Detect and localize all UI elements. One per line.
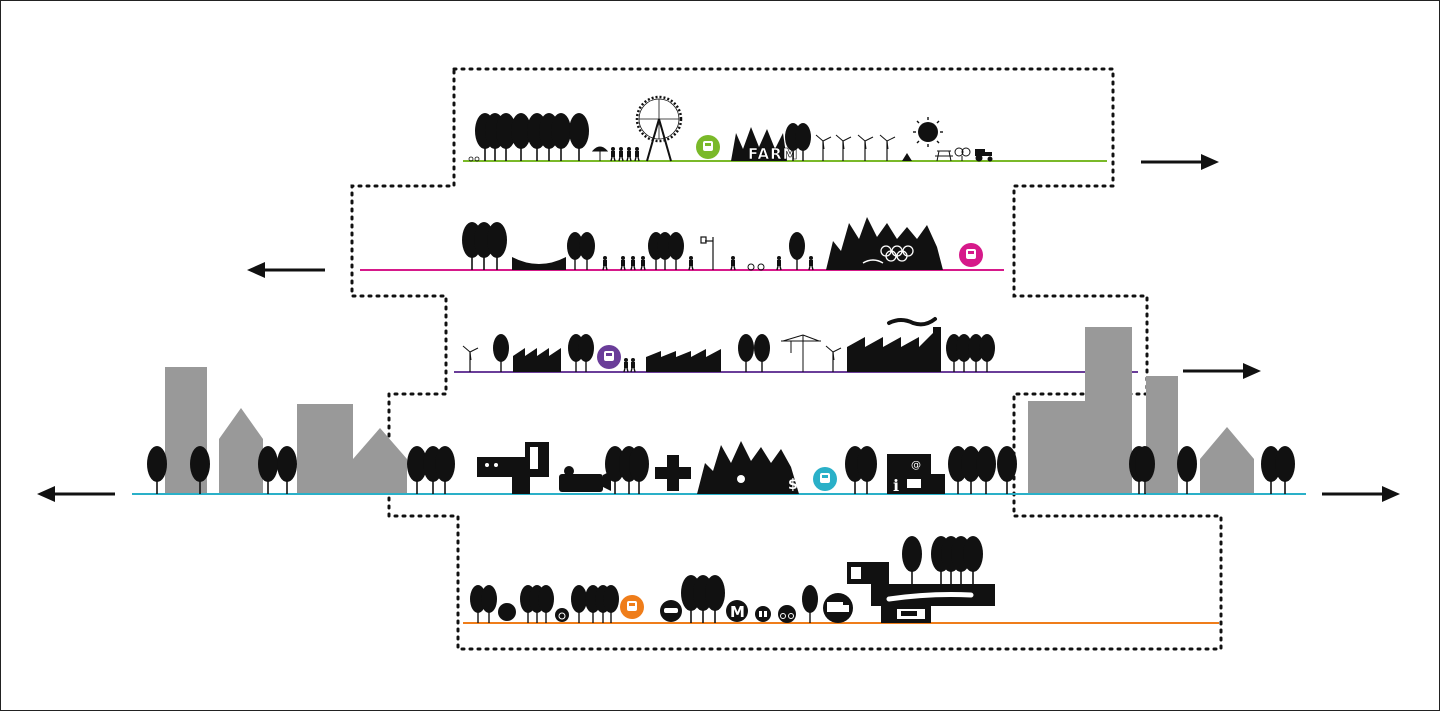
- animal-icon: [498, 603, 516, 621]
- wheelchair-icon: [555, 608, 569, 622]
- ferris-wheel-icon: [635, 95, 683, 162]
- green-tree-cluster: [474, 112, 590, 162]
- left-city-buildings: [165, 367, 407, 494]
- at-label: @: [911, 460, 921, 471]
- large-factory: [847, 317, 941, 372]
- sun-icon: [913, 117, 943, 147]
- dotted-boundary: [350, 67, 1223, 651]
- truck-icon: [823, 593, 853, 623]
- cyan-layer: $ i @: [132, 327, 1306, 495]
- info-building: i @: [887, 454, 945, 495]
- cinema-building: [559, 466, 611, 492]
- right-city-buildings: [1028, 327, 1254, 494]
- farm-label: FARM: [748, 145, 799, 163]
- balloon-icon: [954, 147, 971, 161]
- bike-icon: [468, 156, 480, 162]
- orange-layer: M: [463, 535, 1219, 624]
- picnic-table-icon: [935, 150, 953, 162]
- transport-hub-building: [847, 562, 995, 623]
- tram-stop-icon: [813, 467, 837, 491]
- arrow-left-icon: [37, 486, 115, 502]
- tram-stop-icon: [620, 595, 644, 619]
- umbrella-icon: [591, 146, 609, 161]
- olympic-rings-icon: [880, 245, 914, 262]
- cyclist-icon: [747, 263, 765, 271]
- civic-building: [477, 442, 549, 494]
- tent-icon: [902, 153, 912, 161]
- metro-label: M: [730, 603, 745, 621]
- sports-arena-building: [826, 217, 943, 270]
- metro-icon: M: [726, 600, 748, 622]
- crane-icon: [781, 334, 821, 372]
- green-layer: FARM: [463, 95, 1107, 163]
- bicycle-icon: [778, 605, 796, 623]
- arrow-right-icon: [1183, 363, 1261, 379]
- skate-ramp-icon: [512, 257, 566, 270]
- factory-icon: [646, 349, 721, 372]
- farm-building: FARM: [731, 127, 799, 163]
- info-label: i: [893, 476, 899, 495]
- money-label: $: [788, 477, 798, 493]
- people-group: [610, 146, 640, 162]
- restroom-icon: [755, 606, 771, 622]
- tram-stop-icon: [597, 345, 621, 369]
- arrow-right-icon: [1322, 486, 1400, 502]
- arrow-right-icon: [1141, 154, 1219, 170]
- cross-icon: [655, 455, 691, 491]
- car-icon: [660, 600, 682, 622]
- purple-layer: [454, 317, 1138, 373]
- magenta-layer: [360, 217, 1004, 271]
- arrow-left-icon: [247, 262, 325, 278]
- culture-building: $: [697, 441, 799, 494]
- athletes-group: [602, 255, 646, 271]
- wind-turbine-row: [815, 134, 896, 162]
- tram-stop-icon: [696, 135, 720, 159]
- basketball-hoop-icon: [700, 236, 714, 270]
- tram-stop-icon: [959, 243, 983, 267]
- tractor-icon: [975, 149, 993, 162]
